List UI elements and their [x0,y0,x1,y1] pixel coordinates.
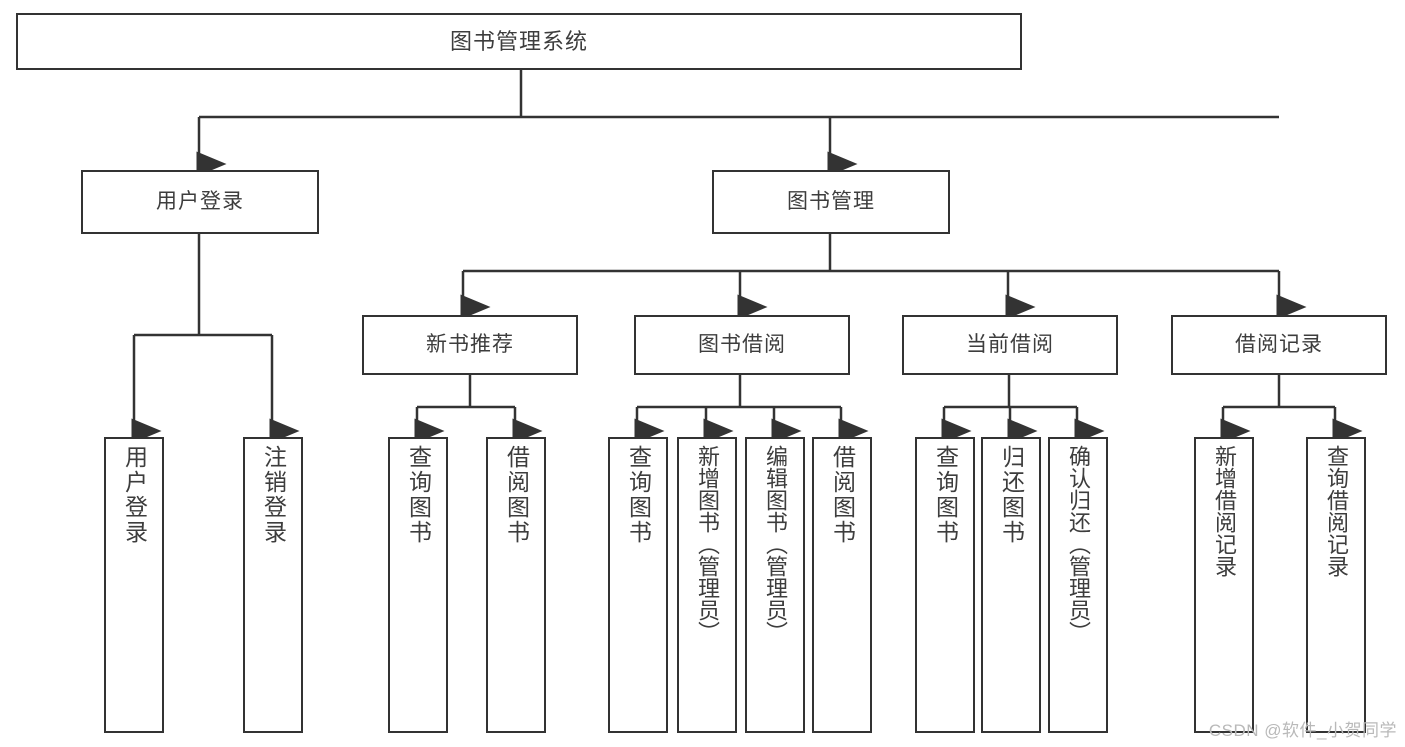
node-leaf-query-book-2[interactable]: 查询图书 [608,437,668,733]
node-leaf-query-book-3-label: 查询图书 [932,445,959,545]
node-leaf-query-record[interactable]: 查询借阅记录 [1306,437,1366,733]
node-leaf-query-book-2-label: 查询图书 [625,445,652,545]
node-leaf-add-record-label: 新增借阅记录 [1212,445,1237,577]
node-leaf-user-login-label: 用户登录 [121,445,148,545]
node-leaf-user-login[interactable]: 用户登录 [104,437,164,733]
node-leaf-borrow-book-1[interactable]: 借阅图书 [486,437,546,733]
node-leaf-user-logout[interactable]: 注销登录 [243,437,303,733]
node-leaf-borrow-book-2-label: 借阅图书 [829,445,856,545]
node-new-book-recommend-label: 新书推荐 [426,332,514,356]
node-leaf-user-logout-label: 注销登录 [260,445,287,545]
node-user-login[interactable]: 用户登录 [81,170,319,234]
node-leaf-return-book[interactable]: 归还图书 [981,437,1041,733]
node-root-label: 图书管理系统 [449,28,588,54]
node-book-borrow[interactable]: 图书借阅 [634,315,850,375]
node-leaf-query-book-1-label: 查询图书 [405,445,432,545]
node-leaf-edit-book-label: 编辑图书（管理员） [763,445,788,643]
node-current-borrow-label: 当前借阅 [966,332,1054,356]
node-leaf-add-book[interactable]: 新增图书（管理员） [677,437,737,733]
node-leaf-add-book-label: 新增图书（管理员） [695,445,720,643]
node-book-borrow-label: 图书借阅 [698,332,786,356]
node-leaf-query-book-3[interactable]: 查询图书 [915,437,975,733]
node-leaf-borrow-book-2[interactable]: 借阅图书 [812,437,872,733]
node-leaf-confirm-return[interactable]: 确认归还（管理员） [1048,437,1108,733]
node-leaf-borrow-book-1-label: 借阅图书 [503,445,530,545]
node-book-manage-label: 图书管理 [787,189,875,213]
node-leaf-query-record-label: 查询借阅记录 [1324,445,1349,577]
node-leaf-add-record[interactable]: 新增借阅记录 [1194,437,1254,733]
node-book-manage[interactable]: 图书管理 [712,170,950,234]
node-borrow-record[interactable]: 借阅记录 [1171,315,1387,375]
node-leaf-confirm-return-label: 确认归还（管理员） [1066,445,1091,643]
node-new-book-recommend[interactable]: 新书推荐 [362,315,578,375]
node-leaf-query-book-1[interactable]: 查询图书 [388,437,448,733]
node-user-login-label: 用户登录 [156,189,244,213]
node-borrow-record-label: 借阅记录 [1235,332,1323,356]
node-root[interactable]: 图书管理系统 [16,13,1022,70]
node-current-borrow[interactable]: 当前借阅 [902,315,1118,375]
node-leaf-edit-book[interactable]: 编辑图书（管理员） [745,437,805,733]
node-leaf-return-book-label: 归还图书 [998,445,1025,545]
watermark: CSDN @软件_小贺同学 [1208,721,1397,740]
